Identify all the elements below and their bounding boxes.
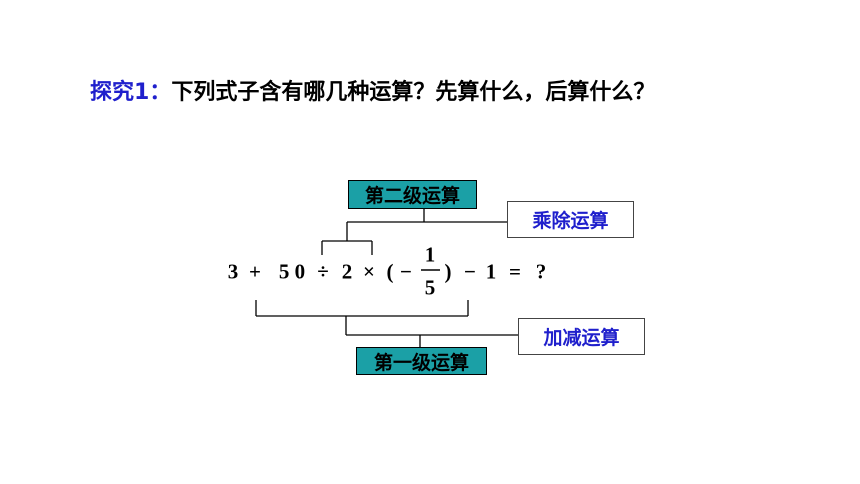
mult-div-label: 乘除运算 <box>507 201 634 238</box>
expr-plus: + <box>249 259 261 284</box>
title-question: 下列式子含有哪几种运算？先算什么，后算什么？ <box>171 80 656 105</box>
expr-term-2: 2 <box>341 259 353 284</box>
expr-right-paren: ) <box>444 259 452 284</box>
first-level-label: 第一级运算 <box>356 347 487 375</box>
expr-term-1: 1 <box>485 259 497 284</box>
expr-times: × <box>363 259 375 284</box>
add-sub-label: 加减运算 <box>518 318 645 355</box>
expr-left-paren: ( <box>386 259 394 284</box>
expr-equals: = <box>509 259 521 284</box>
expr-term-50: 5 0 <box>278 259 306 284</box>
fraction-numerator: 1 <box>424 242 436 267</box>
expr-question: ? <box>535 259 547 284</box>
expr-term-3: 3 <box>227 259 239 284</box>
page-title: 探究1：下列式子含有哪几种运算？先算什么，后算什么？ <box>90 74 655 106</box>
second-level-label: 第二级运算 <box>348 180 477 209</box>
first-level-bracket <box>255 300 518 347</box>
expr-minus: − <box>464 259 476 284</box>
expr-divide: ÷ <box>317 259 329 284</box>
second-level-bracket <box>321 208 507 255</box>
title-lead: 探究1： <box>90 80 172 105</box>
fraction-denominator: 5 <box>424 275 436 300</box>
expr-negative: − <box>400 259 412 284</box>
